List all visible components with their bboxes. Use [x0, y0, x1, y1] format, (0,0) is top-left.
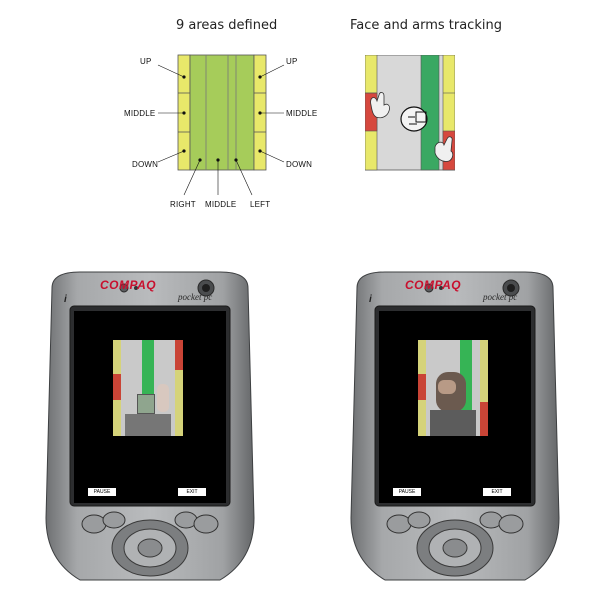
label-bottom-left: LEFT [250, 200, 271, 209]
label-bottom-middle: MIDDLE [205, 200, 237, 209]
exit-button-2[interactable]: EXIT [483, 488, 511, 496]
label-up-right: UP [286, 57, 298, 66]
center-green-area [189, 54, 255, 171]
brand-logo-1: COMPAQ [100, 278, 157, 292]
badge-icon-1: i [64, 294, 67, 305]
brand-logo-2: COMPAQ [405, 278, 462, 292]
left-diagram-title: 9 areas defined [176, 18, 278, 33]
model-text-2: pocket pc [483, 292, 518, 302]
left-hand-icon [370, 92, 390, 119]
badge-icon-2: i [369, 294, 372, 305]
raised-hand-icon-1 [157, 384, 169, 412]
face-arms-tracking-diagram [365, 55, 455, 171]
nine-areas-diagram [157, 54, 285, 196]
pocket-pc-device-2: COMPAQ pocket pc i PAUSE EXIT [345, 268, 565, 596]
right-diagram-title: Face and arms tracking [350, 18, 502, 33]
camera-view-2 [418, 340, 488, 436]
label-down-right: DOWN [286, 160, 313, 169]
label-middle-right: MIDDLE [286, 109, 318, 118]
face-icon [400, 106, 428, 132]
label-middle-left: MIDDLE [124, 109, 156, 118]
label-up-left: UP [140, 57, 152, 66]
right-hand-icon [434, 136, 454, 162]
pocket-pc-device-1: COMPAQ pocket pc i PAUSE EXIT [40, 268, 260, 596]
label-down-left: DOWN [132, 160, 159, 169]
pause-button-1[interactable]: PAUSE [88, 488, 116, 496]
camera-view-1 [113, 340, 183, 436]
pause-button-2[interactable]: PAUSE [393, 488, 421, 496]
label-bottom-right: RIGHT [170, 200, 196, 209]
exit-button-1[interactable]: EXIT [178, 488, 206, 496]
model-text-1: pocket pc [178, 292, 213, 302]
face-tracking-box-1 [137, 394, 155, 414]
